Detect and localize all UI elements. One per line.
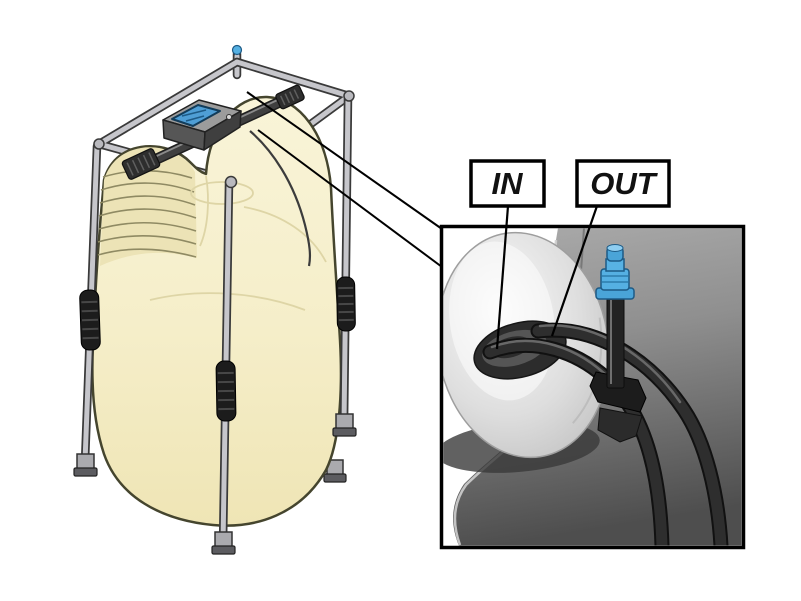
in-pointer-line xyxy=(495,205,510,350)
frame-top-rails xyxy=(94,57,354,186)
zoom-leader-lines xyxy=(246,91,443,268)
in-label: IN xyxy=(469,159,546,208)
bar-clamp-right xyxy=(275,84,305,110)
pleated-section xyxy=(97,147,197,266)
blue-vent-cap xyxy=(595,244,635,300)
label-pointer-lines xyxy=(495,205,599,350)
pump-unit xyxy=(162,99,312,267)
tank-illustration xyxy=(73,44,357,555)
out-pointer-line xyxy=(550,205,599,337)
out-label-text: OUT xyxy=(590,166,659,201)
pump-cable xyxy=(249,130,312,267)
frame-feet xyxy=(73,413,357,555)
detail-callout: IN OUT xyxy=(439,159,746,550)
rear-foot xyxy=(323,459,347,483)
callout-interior xyxy=(443,228,742,546)
out-label: OUT xyxy=(575,159,671,208)
water-bag xyxy=(91,95,343,527)
vent-tube xyxy=(606,295,625,389)
pump-button xyxy=(226,114,232,120)
pump-display-screen xyxy=(171,104,221,127)
tube-bracket xyxy=(589,371,647,413)
bar-clamp-left xyxy=(121,148,161,180)
antenna-tip xyxy=(231,44,243,56)
in-label-text: IN xyxy=(492,166,524,201)
leg-grips xyxy=(79,276,356,422)
